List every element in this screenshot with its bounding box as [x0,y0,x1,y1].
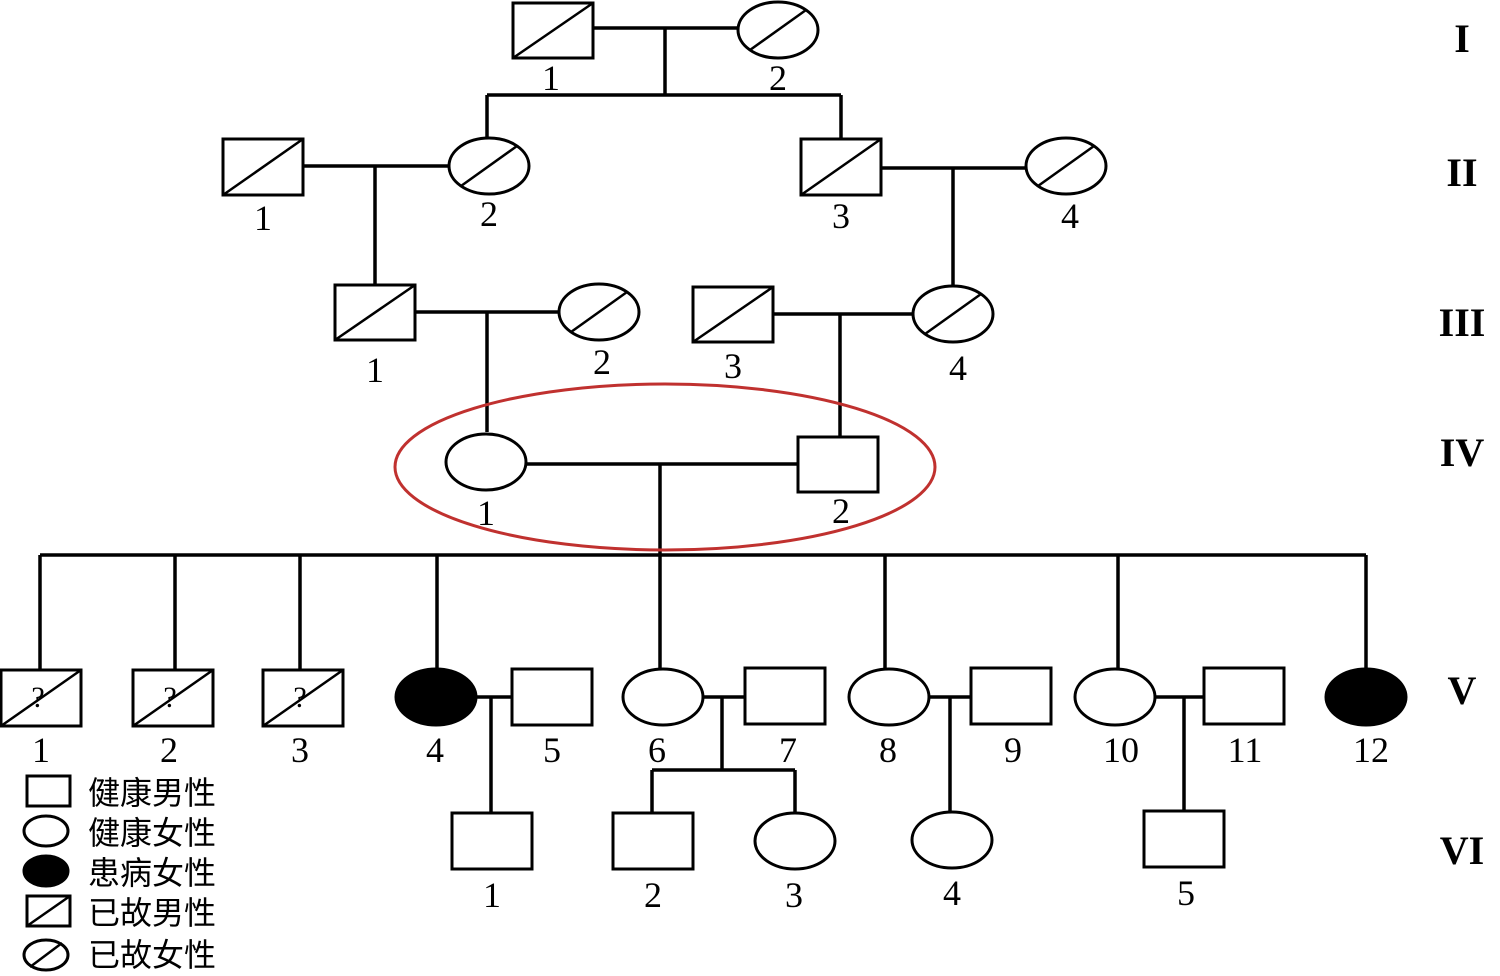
individual-V-10 [1073,667,1157,727]
generation-I: I [1454,16,1470,61]
highlight-ellipse [393,382,937,552]
label-IV-2: 2 [832,491,850,531]
individual-II-3 [799,137,883,197]
individual-III-2 [557,282,641,342]
individual-VI-1 [450,811,534,871]
label-II-4: 4 [1061,196,1079,236]
individual-V-12 [1324,667,1408,727]
individual-IV-2 [796,435,880,494]
label-III-1: 1 [366,350,384,390]
individual-I-1 [511,1,595,60]
individual-II-1 [221,137,305,197]
label-VI-1: 1 [483,875,501,915]
generation-labels: I II III IV V VI [1439,16,1486,873]
legend-deceased-male-icon [25,894,72,928]
generation-VI: VI [1440,828,1484,873]
legend-label: 已故女性 [88,936,216,974]
label-V-3: 3 [291,730,309,770]
individual-V-7 [743,666,827,726]
individual-V-2: ? [131,668,215,728]
individual-III-4 [911,284,995,344]
label-VI-2: 2 [644,875,662,915]
label-V-11: 11 [1228,730,1263,770]
legend-healthy-female-icon [22,814,70,848]
label-V-2: 2 [160,730,178,770]
legend-label: 患病女性 [88,854,216,892]
label-II-1: 1 [254,198,272,238]
id-labels: 1 2 1 2 3 4 1 2 3 4 1 2 1 2 3 4 5 6 7 8 … [32,58,1389,915]
unknown-mark: ? [293,681,306,714]
legend-label: 健康女性 [88,814,216,852]
label-III-3: 3 [724,346,742,386]
generation-II: II [1446,150,1477,195]
label-II-3: 3 [832,196,850,236]
label-V-5: 5 [543,730,561,770]
legend-affected-female-icon [22,854,70,888]
label-V-4: 4 [426,730,444,770]
legend-healthy-male-icon [25,774,72,808]
individual-II-4 [1024,136,1108,196]
individual-V-11 [1202,666,1286,726]
label-I-1: 1 [542,58,560,98]
generation-IV: IV [1440,430,1485,475]
label-VI-4: 4 [943,873,961,913]
label-II-2: 2 [480,194,498,234]
individual-VI-3 [753,811,837,871]
label-V-8: 8 [879,730,897,770]
individual-V-1: ? [0,668,83,728]
legend-deceased-female-icon [22,938,70,972]
individual-IV-1 [444,432,528,492]
individual-V-3: ? [261,668,345,728]
individual-VI-5 [1142,809,1226,869]
unknown-mark: ? [31,681,44,714]
individual-II-2 [447,136,531,196]
label-V-7: 7 [779,730,797,770]
label-V-9: 9 [1004,730,1022,770]
generation-III: III [1439,300,1486,345]
individual-V-9 [969,666,1053,726]
label-V-10: 10 [1103,730,1139,770]
individual-V-6 [621,667,705,727]
legend-label: 健康男性 [88,774,216,812]
individual-VI-2 [611,811,695,871]
label-VI-5: 5 [1177,873,1195,913]
legend-label: 已故男性 [88,894,216,932]
label-V-1: 1 [32,730,50,770]
label-III-4: 4 [949,348,967,388]
label-VI-3: 3 [785,875,803,915]
label-V-6: 6 [648,730,666,770]
label-V-12: 12 [1353,730,1389,770]
legend: 健康男性 健康女性 患病女性 已故男性 已故女性 [22,774,216,974]
individual-III-3 [691,285,775,344]
individual-V-8 [847,667,931,727]
individual-V-5 [510,667,594,727]
individual-I-2 [736,0,820,60]
generation-V: V [1448,668,1477,713]
individual-III-1 [333,283,417,342]
label-III-2: 2 [593,342,611,382]
individual-V-4 [394,667,478,727]
individual-VI-4 [910,810,994,870]
unknown-mark: ? [163,681,176,714]
label-IV-1: 1 [477,493,495,533]
label-I-2: 2 [769,58,787,98]
connecting-lines [38,26,1368,813]
